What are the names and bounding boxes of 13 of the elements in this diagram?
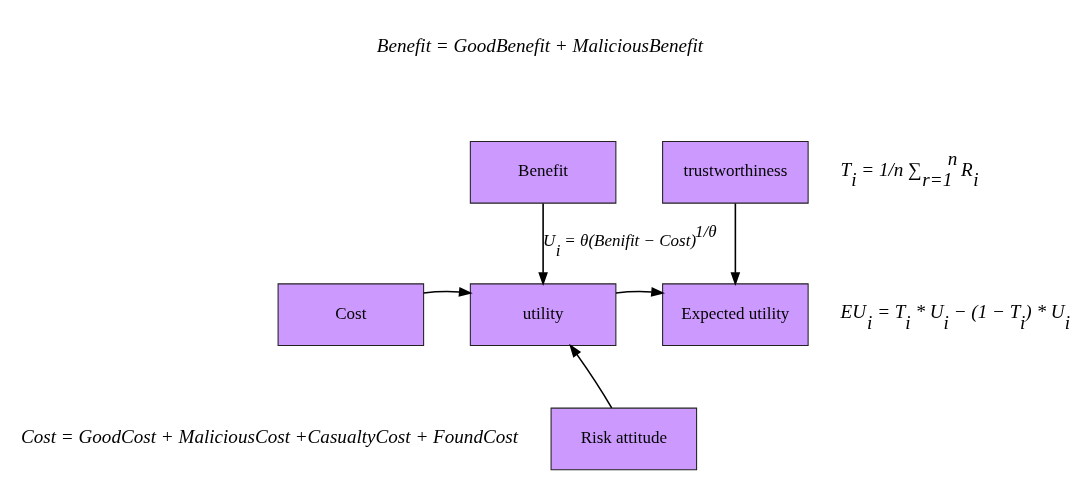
label: Benefit = GoodBenefit + MaliciousBenefit bbox=[376, 34, 704, 56]
node-box: trustworthiness bbox=[662, 140, 809, 204]
arrow bbox=[615, 286, 665, 297]
node-box: Risk attitude bbox=[550, 407, 698, 470]
arrow bbox=[730, 202, 741, 286]
node-box: utility bbox=[469, 282, 617, 346]
node-box: Expected utility bbox=[662, 282, 809, 346]
node-box: Benefit bbox=[469, 140, 617, 204]
node-box: Cost bbox=[277, 282, 425, 346]
arrow bbox=[422, 286, 473, 297]
arrow bbox=[538, 202, 548, 286]
label: Cost = GoodCost + MaliciousCost +CasualtyCost + FoundCost bbox=[21, 425, 519, 447]
arrow bbox=[569, 343, 613, 409]
